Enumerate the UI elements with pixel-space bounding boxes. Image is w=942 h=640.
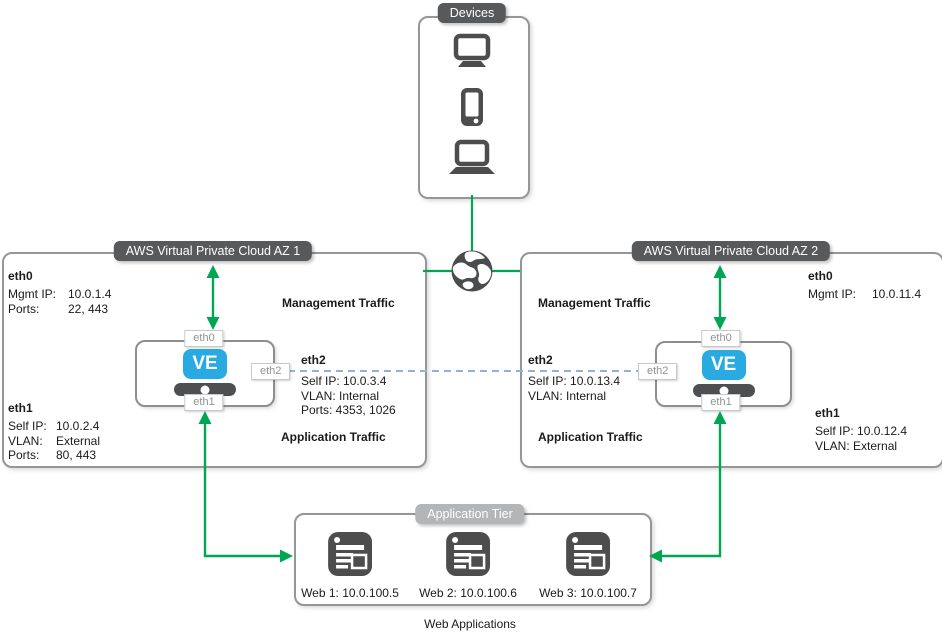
web-server-3: Web 3: 10.0.100.7 xyxy=(539,532,637,600)
web-server-3-label: Web 3: 10.0.100.7 xyxy=(539,586,637,600)
vpc2-title: AWS Virtual Private Cloud AZ 2 xyxy=(631,241,831,261)
vpc1-title: AWS Virtual Private Cloud AZ 1 xyxy=(113,241,313,261)
vpc2-eth2-chip: eth2 xyxy=(638,363,678,380)
vpc2-eth1-heading: eth1 xyxy=(815,406,840,420)
vpc2-eth1-info: eth1 Self IP: 10.0.12.4 VLAN: External xyxy=(815,406,908,453)
vpc2-eth0-info: eth0 Mgmt IP:10.0.11.4 xyxy=(808,269,922,301)
vpc1-management-traffic-label: Management Traffic xyxy=(282,296,395,310)
vpc2-eth2-heading: eth2 xyxy=(528,353,553,367)
web-applications-caption: Web Applications xyxy=(424,617,516,631)
vpc1-eth1-chip: eth1 xyxy=(184,394,224,411)
smartphone-icon xyxy=(459,86,485,133)
vpc1-eth0-heading: eth0 xyxy=(8,269,33,283)
vpc2-management-traffic-label: Management Traffic xyxy=(538,296,651,310)
desktop-icon xyxy=(451,33,493,76)
web-server-2: Web 2: 10.0.100.6 xyxy=(419,532,517,600)
vpc1-eth2-info: Self IP: 10.0.3.4 VLAN: Internal Ports: … xyxy=(301,374,396,417)
vpc1-eth0-chip: eth0 xyxy=(184,330,224,347)
vpc1-ve-bar xyxy=(174,383,236,396)
web-app-icon xyxy=(445,532,490,576)
vpc2-eth1-chip: eth1 xyxy=(701,394,741,411)
vpc2-ve-logo: VE xyxy=(701,350,746,380)
globe-icon xyxy=(451,250,493,292)
web-app-icon xyxy=(327,532,372,576)
web-server-2-label: Web 2: 10.0.100.6 xyxy=(419,586,517,600)
vpc1-eth2-heading: eth2 xyxy=(301,353,326,367)
devices-label: Devices xyxy=(437,3,507,23)
vpc1-eth1-info: eth1 Self IP:10.0.2.4 VLAN:External Port… xyxy=(8,401,101,462)
vpc1-application-traffic-label: Application Traffic xyxy=(281,430,386,444)
laptop-icon xyxy=(447,139,497,182)
vpc2-eth0-chip: eth0 xyxy=(701,330,741,347)
web-server-1-label: Web 1: 10.0.100.5 xyxy=(301,586,399,600)
vpc1-eth2-chip: eth2 xyxy=(251,363,291,380)
vpc2-ve-led xyxy=(719,386,728,395)
web-server-1: Web 1: 10.0.100.5 xyxy=(301,532,399,600)
vpc1-eth0-info: eth0 Mgmt IP:10.0.1.4 Ports:22, 443 xyxy=(8,269,112,316)
vpc1-eth1-heading: eth1 xyxy=(8,401,33,415)
vpc2-eth0-heading: eth0 xyxy=(808,269,833,283)
vpc1-ve-logo: VE xyxy=(183,349,227,379)
vpc2-eth2-info: Self IP: 10.0.13.4 VLAN: Internal xyxy=(528,374,621,403)
vpc2-ve-bar xyxy=(692,384,755,397)
web-app-icon xyxy=(565,532,610,576)
vpc2-application-traffic-label: Application Traffic xyxy=(538,430,643,444)
internet-links xyxy=(423,195,520,273)
vpc1-ve-led xyxy=(200,385,210,394)
application-tier-label: Application Tier xyxy=(415,504,525,524)
